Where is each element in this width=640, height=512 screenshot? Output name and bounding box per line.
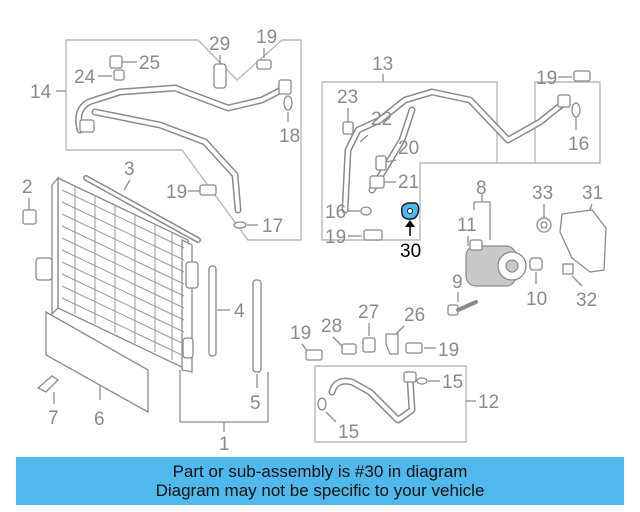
part-32-clip — [562, 263, 574, 275]
part-31-shield — [559, 209, 607, 273]
part-28-bolt — [341, 343, 357, 355]
part-19-bolt-center — [363, 229, 383, 241]
notice-line-1: Part or sub-assembly is #30 in diagram — [172, 462, 468, 481]
callout-13[interactable]: 13 — [372, 54, 393, 75]
part-18-oring — [283, 95, 293, 111]
panel-12 — [314, 365, 467, 443]
suction-hose-14 — [75, 79, 292, 214]
part-9-bolt — [447, 300, 478, 316]
notice-banner: Part or sub-assembly is #30 in diagram D… — [16, 457, 624, 505]
part-16-oring-right — [571, 102, 581, 118]
part-24-cap — [113, 69, 125, 81]
part-19-bolt-lower-left — [305, 349, 323, 361]
part-11-compressor — [465, 239, 527, 287]
callout-19-center[interactable]: 19 — [325, 227, 346, 248]
discharge-hose-13 — [341, 88, 571, 214]
callout-1[interactable]: 1 — [219, 434, 230, 455]
part-16-oring-upper — [360, 206, 372, 216]
callout-8[interactable]: 8 — [476, 178, 487, 199]
part-1-condenser — [35, 176, 199, 373]
part-4-drier — [208, 265, 217, 357]
callout-20[interactable]: 20 — [398, 138, 419, 159]
part-20-sensor — [375, 155, 387, 171]
parts-diagram: 14 25 24 29 19 18 19 17 3 2 — [22, 27, 607, 455]
callout-3[interactable]: 3 — [124, 159, 135, 180]
callout-33[interactable]: 33 — [532, 183, 553, 204]
callout-11[interactable]: 11 — [457, 215, 477, 236]
part-19-bolt-mid — [199, 184, 217, 196]
part-2-bolt — [22, 209, 37, 225]
callout-30[interactable]: 30 — [400, 241, 421, 262]
part-23-valve — [342, 121, 354, 135]
callout-10[interactable]: 10 — [526, 289, 547, 310]
part-30-highlighted[interactable] — [400, 202, 420, 220]
part-6-panel — [45, 310, 149, 414]
callout-9[interactable]: 9 — [452, 272, 463, 293]
callout-26[interactable]: 26 — [404, 305, 425, 326]
callout-17[interactable]: 17 — [262, 216, 283, 237]
part-19-bolt-top — [256, 59, 272, 70]
liquid-line-12 — [328, 371, 417, 424]
part-25-valve — [109, 55, 123, 69]
callout-19-mid[interactable]: 19 — [166, 182, 187, 203]
callout-19-lower-left[interactable]: 19 — [290, 323, 311, 344]
callout-16-upper[interactable]: 16 — [325, 202, 346, 223]
callout-19-top[interactable]: 19 — [256, 27, 277, 48]
callout-27[interactable]: 27 — [358, 302, 379, 323]
part-19-bolt-right-top — [573, 70, 591, 82]
part-27-nut — [362, 337, 376, 353]
part-26-bracket — [385, 333, 399, 355]
panel-13 — [321, 81, 601, 241]
callout-16-right[interactable]: 16 — [568, 134, 589, 155]
callout-25[interactable]: 25 — [139, 53, 160, 74]
part-5-drier — [252, 279, 262, 373]
part-7-bracket — [36, 375, 60, 393]
callout-14[interactable]: 14 — [30, 82, 52, 103]
panel-14 — [65, 39, 302, 241]
callout-4[interactable]: 4 — [234, 301, 245, 322]
part-29-sensor — [213, 63, 227, 89]
callout-15-left[interactable]: 15 — [338, 422, 359, 443]
part-15-oring-right — [416, 377, 428, 385]
callout-5[interactable]: 5 — [250, 393, 261, 414]
callout-32[interactable]: 32 — [576, 290, 597, 311]
part-21-fitting — [369, 175, 385, 189]
callout-12[interactable]: 12 — [478, 392, 499, 413]
callout-19-right-top[interactable]: 19 — [536, 68, 557, 89]
callout-19-lower-right[interactable]: 19 — [438, 340, 459, 361]
callout-28[interactable]: 28 — [321, 316, 342, 337]
part-15-oring-left — [317, 397, 327, 411]
callout-24[interactable]: 24 — [74, 67, 96, 88]
part-19-bolt-lower-right — [405, 342, 423, 354]
notice-line-2: Diagram may not be specific to your vehi… — [155, 481, 485, 500]
callout-29[interactable]: 29 — [209, 34, 230, 55]
callout-6[interactable]: 6 — [94, 409, 105, 430]
callout-2[interactable]: 2 — [22, 177, 33, 198]
part-10-sleeve — [529, 257, 543, 271]
callout-31[interactable]: 31 — [582, 183, 603, 204]
callout-7[interactable]: 7 — [48, 408, 59, 429]
callout-23[interactable]: 23 — [337, 87, 358, 108]
callout-15-right[interactable]: 15 — [442, 372, 463, 393]
part-17-oring — [233, 221, 247, 229]
callout-22[interactable]: 22 — [371, 109, 392, 130]
callout-21[interactable]: 21 — [398, 172, 419, 193]
callout-18[interactable]: 18 — [279, 126, 300, 147]
